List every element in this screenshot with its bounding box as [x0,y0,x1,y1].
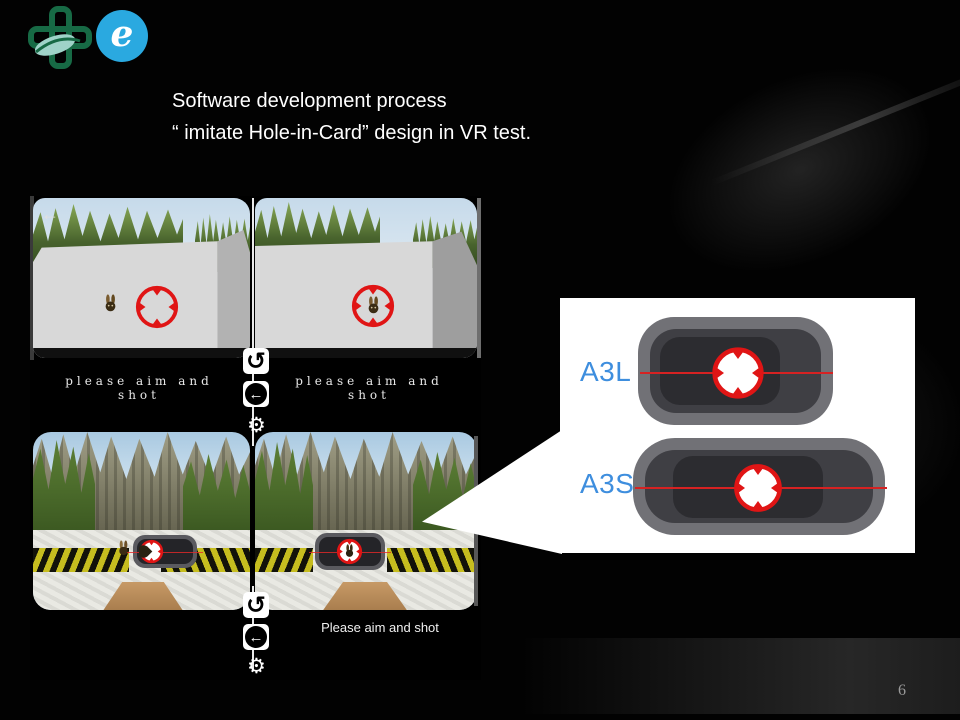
back-button[interactable]: ← [243,624,269,650]
back-icon: ← [245,626,267,648]
aim-caption-right: please aim and shot [295,374,443,402]
ground [33,348,250,358]
background-swirl [710,60,960,186]
card-wall [255,241,433,358]
green-cross-logo [28,6,92,70]
hole-in-card-zoom-panel: A3L A3S [560,298,915,553]
back-icon: ← [245,383,267,405]
target-reticle [351,284,395,328]
ground [255,348,477,358]
card-wall-side [432,231,477,358]
e-logo-letter: e [110,13,134,55]
vr-viewport-top-left: ← [33,198,250,358]
rotate-button[interactable]: ↺ [243,348,269,374]
screenshot-left-edge [30,196,34,360]
back-arrow-icon[interactable]: ← [41,204,59,224]
aim-caption-bottom: Please aim and shot [321,620,439,635]
target-reticle-a3l [712,347,764,399]
vr-viewport-top-right [255,198,477,358]
target-reticle [336,538,363,565]
target-reticle [139,539,164,564]
stereo-divider-line [252,198,254,446]
target-reticle-a3s [734,464,782,512]
title-line-2: “ imitate Hole-in-Card” design in VR tes… [172,122,532,144]
vr-app-screenshot: ← [30,196,481,680]
aim-caption-left: please aim and shot [65,374,213,402]
vr-viewport-bottom-left [33,432,250,610]
screenshot-right-edge [477,198,481,358]
title-line-1: Software development process [172,90,447,112]
label-a3s: A3S [580,468,635,499]
chevron-barrier-left [255,548,313,572]
page-number: 6 [898,682,906,699]
settings-gear-icon[interactable]: ⚙ [247,413,266,437]
card-wall [33,241,218,358]
rabbit-icon [105,294,116,312]
slide-title: Software development process “ imitate H… [172,86,692,150]
back-button[interactable]: ← [243,381,269,407]
background-gradient [520,638,960,714]
rabbit-icon [119,540,128,556]
hole-in-card-device [127,535,203,568]
rotate-button[interactable]: ↺ [243,592,269,618]
chevron-barrier-left [33,548,129,572]
hole-in-card-device [309,533,391,570]
rabbit-icon [368,296,379,314]
device-red-line [127,551,203,553]
e-circle-logo: e [96,10,148,62]
chevron-barrier-right [387,548,477,572]
label-a3l: A3L [580,356,632,387]
rotate-icon: ↺ [245,591,267,619]
card-wall-side [217,230,250,358]
rotate-icon: ↺ [245,347,267,375]
target-reticle [135,285,179,329]
settings-gear-icon[interactable]: ⚙ [247,654,266,678]
